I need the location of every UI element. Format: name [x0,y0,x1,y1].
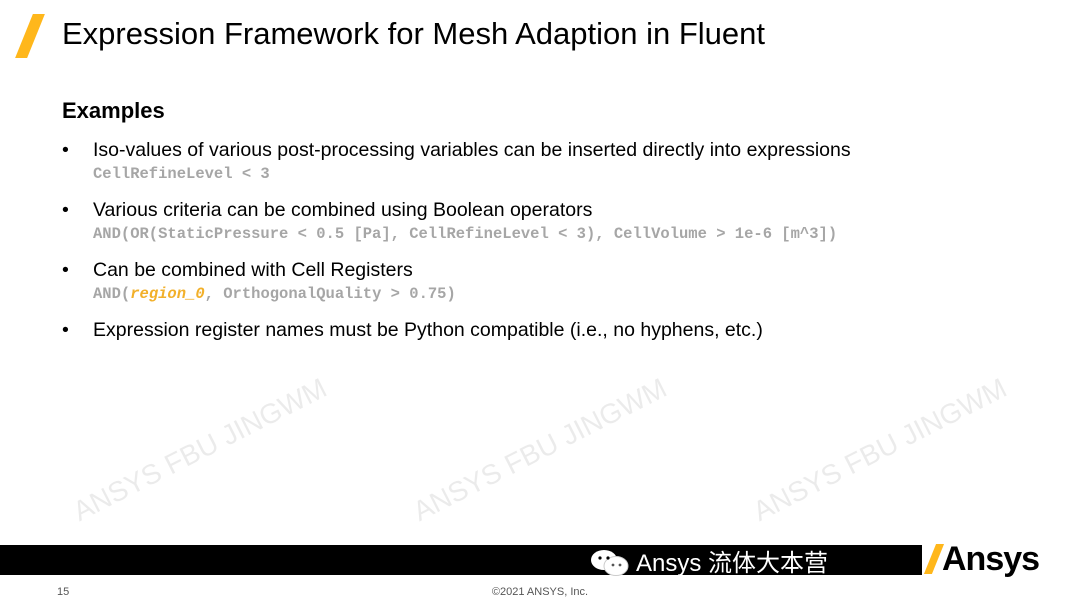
brand-slash-icon [15,14,45,58]
bullet-item: Expression register names must be Python… [62,318,851,342]
copyright: ©2021 ANSYS, Inc. [491,586,589,598]
bullet-item: Various criteria can be combined using B… [62,198,851,222]
logo-text: Ansys [942,540,1040,578]
page-number: 15 [57,586,70,598]
code-example: AND(OR(StaticPressure < 0.5 [Pa], CellRe… [93,225,838,243]
watermark: ANSYS FBU JINGWM [747,372,1012,527]
section-heading: Examples [62,98,165,123]
bullet-list: Iso-values of various post-processing va… [62,138,851,342]
footer-bar [0,545,922,575]
bullet-item: Iso-values of various post-processing va… [62,138,851,162]
wechat-text: Ansys 流体大本营 [636,550,829,577]
ansys-logo: Ansys [923,540,1040,579]
code-example: CellRefineLevel < 3 [93,165,270,183]
slide-title: Expression Framework for Mesh Adaption i… [62,16,765,51]
wechat-overlay: Ansys 流体大本营 [590,543,828,578]
wechat-icon [591,550,629,576]
bullet-item: Can be combined with Cell Registers [62,258,851,282]
code-prefix: AND( [93,285,131,303]
code-suffix: , OrthogonalQuality > 0.75) [204,285,456,303]
watermark: ANSYS FBU JINGWM [67,372,332,527]
code-register-highlight: region_0 [130,285,205,303]
code-example: AND(region_0, OrthogonalQuality > 0.75) [62,282,851,306]
watermark: ANSYS FBU JINGWM [407,372,672,527]
